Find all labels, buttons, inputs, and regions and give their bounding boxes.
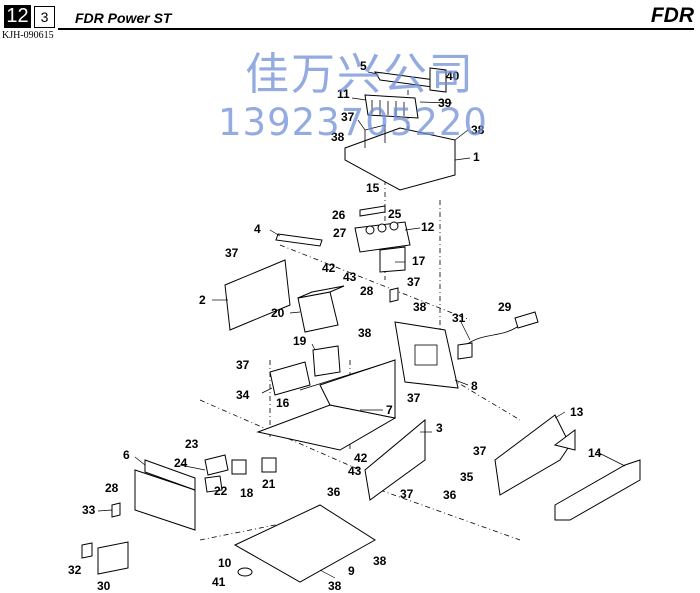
callout-35: 35: [460, 470, 474, 484]
callout-37: 37: [341, 110, 355, 124]
callout-12: 12: [421, 220, 435, 234]
callout-2: 2: [199, 293, 206, 307]
callout-27: 27: [333, 226, 347, 240]
callout-8: 8: [471, 379, 478, 393]
callout-11: 11: [337, 87, 350, 101]
callout-39: 39: [438, 96, 452, 110]
mount-bracket: [269, 361, 311, 396]
callout-21: 21: [262, 477, 276, 491]
callout-19: 19: [293, 334, 307, 348]
right-panel: [364, 418, 426, 501]
power-module: [312, 345, 341, 377]
transformer: [297, 285, 345, 333]
callout-37: 37: [400, 487, 414, 501]
callout-37: 37: [473, 444, 487, 458]
callout-22: 22: [214, 484, 228, 498]
fuse-holder: [354, 221, 411, 273]
document-code: KJH-090615: [2, 30, 54, 41]
callout-6: 6: [123, 448, 130, 462]
front-panel: [134, 459, 196, 531]
din-rail: [275, 233, 323, 247]
callout-41: 41: [212, 575, 226, 589]
page-title: FDR Power ST: [75, 10, 172, 26]
callout-38: 38: [471, 123, 485, 137]
callout-28: 28: [360, 284, 374, 298]
page-header: 12 3 KJH-090615 FDR Power ST FDR: [0, 0, 700, 41]
callout-5: 5: [360, 59, 367, 73]
page-number: 12: [4, 5, 31, 28]
mounting-plate: [344, 124, 456, 191]
callout-37: 37: [225, 246, 239, 260]
top-terminal-bracket: [374, 67, 447, 93]
callout-28: 28: [105, 481, 119, 495]
callout-14: 14: [588, 446, 602, 460]
callout-18: 18: [240, 486, 254, 500]
callout-33: 33: [82, 503, 96, 517]
watermark-company: 佳万兴公司: [245, 49, 475, 100]
callout-24: 24: [174, 456, 188, 470]
main-chassis: [256, 359, 397, 451]
side-frame: [394, 321, 459, 389]
callout-43: 43: [348, 464, 362, 478]
callout-25: 25: [388, 207, 402, 221]
callout-31: 31: [452, 311, 466, 325]
callout-40: 40: [446, 69, 460, 83]
leader-lines: [97, 71, 626, 579]
callout-1: 1: [473, 150, 480, 164]
callout-30: 30: [97, 579, 111, 593]
callout-36: 36: [443, 488, 457, 502]
base-plate: [233, 504, 376, 583]
brand-label: FDR: [650, 4, 694, 27]
callout-7: 7: [386, 403, 393, 417]
connector-block: [364, 94, 419, 119]
callout-3: 3: [436, 421, 443, 435]
cable-clamp: [111, 287, 399, 518]
callout-10: 10: [218, 556, 232, 570]
callout-38: 38: [413, 300, 427, 314]
callout-37: 37: [407, 275, 421, 289]
rubber-foot: [237, 567, 253, 577]
section-number: 3: [34, 6, 55, 28]
callout-32: 32: [68, 563, 82, 577]
callout-13: 13: [570, 405, 584, 419]
callout-38: 38: [358, 326, 372, 340]
rating-label: [81, 541, 129, 575]
callout-9: 9: [348, 564, 355, 578]
callout-37: 37: [236, 358, 250, 372]
callout-38: 38: [331, 130, 345, 144]
callout-4: 4: [254, 222, 261, 236]
switch-assembly: [204, 454, 229, 493]
power-cord: [457, 311, 539, 360]
end-enclosure: [494, 414, 641, 521]
callout-16: 16: [276, 396, 290, 410]
callout-38: 38: [373, 554, 387, 568]
callout-17: 17: [412, 254, 426, 268]
callout-labels: 5 40 11 39 37 38 38 1 15 26 25 27 12 4 3…: [68, 59, 602, 593]
callout-23: 23: [185, 437, 199, 451]
watermark-phone: 13923705220: [218, 101, 488, 144]
side-cover: [224, 259, 291, 331]
terminal-strip: [359, 205, 386, 217]
callout-15: 15: [366, 181, 380, 195]
callout-34: 34: [236, 388, 250, 402]
callout-20: 20: [271, 306, 285, 320]
callout-37: 37: [407, 391, 421, 405]
header-rule: [58, 28, 694, 30]
callout-26: 26: [332, 208, 346, 222]
callout-29: 29: [498, 300, 512, 314]
callout-36: 36: [327, 485, 341, 499]
relay-18: [231, 459, 247, 475]
callout-38: 38: [328, 579, 342, 593]
relay-21: [261, 457, 277, 473]
callout-43: 43: [343, 270, 357, 284]
callout-42: 42: [354, 451, 368, 465]
callout-42: 42: [322, 261, 336, 275]
